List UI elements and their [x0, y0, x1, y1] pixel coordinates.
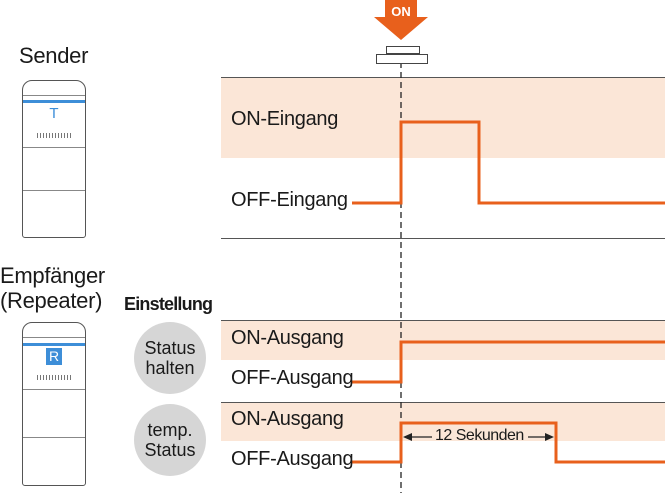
separator-middle [221, 238, 665, 239]
temp-off-label: OFF-Ausgang [231, 448, 354, 470]
mode-hold-line1: Status [144, 338, 196, 358]
mode-hold-badge: Status halten [134, 322, 206, 394]
sender-badge: T [49, 105, 59, 122]
sender-title: Sender [19, 43, 89, 68]
temp-output-wave [352, 421, 665, 464]
duration-arrowhead-right [545, 433, 554, 441]
sender-device: T [22, 80, 86, 238]
on-arrow-label: ON [391, 4, 411, 19]
receiver-title-line1: Empfänger [0, 263, 105, 288]
mode-temp-line2: Status [144, 440, 196, 460]
duration-label: 12 Sekunden [435, 427, 524, 444]
input-on-band [221, 78, 665, 158]
separator-hold [221, 320, 665, 321]
receiver-device: R [22, 322, 86, 486]
input-on-label: ON-Eingang [231, 108, 339, 130]
on-arrow-icon: ON [374, 0, 428, 40]
mode-temp-line1: temp. [147, 420, 193, 440]
mode-hold-line2: halten [145, 358, 195, 378]
mode-temp-badge: temp. Status [134, 404, 206, 476]
input-signal-wave [352, 120, 665, 205]
setting-title: Einstellung [124, 294, 213, 314]
receiver-title-line2: (Repeater) [0, 288, 103, 313]
duration-arrowhead-left [403, 433, 412, 441]
separator-top [221, 77, 665, 78]
hold-output-wave [352, 340, 665, 384]
push-switch-icon [376, 46, 428, 66]
separator-temp [221, 402, 665, 403]
hold-off-label: OFF-Ausgang [231, 367, 354, 389]
temp-on-label: ON-Ausgang [231, 408, 344, 430]
hold-on-label: ON-Ausgang [231, 327, 344, 349]
receiver-badge: R [46, 348, 62, 365]
input-off-label: OFF-Eingang [231, 189, 348, 211]
